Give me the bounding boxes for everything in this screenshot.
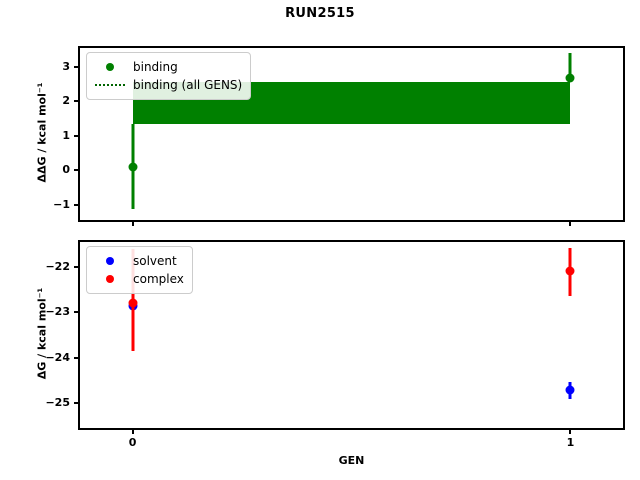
y-tick-mark	[74, 66, 78, 68]
legend-item[interactable]: solvent	[93, 252, 184, 270]
data-point-marker[interactable]	[566, 386, 575, 395]
x-axis-label: GEN	[78, 454, 625, 467]
y-tick-label: 3	[62, 60, 70, 73]
y-tick-label: −23	[45, 305, 70, 318]
legend-dotted-line-icon	[95, 84, 125, 86]
legend-marker-icon	[106, 275, 114, 283]
y-tick-mark	[74, 169, 78, 171]
legend-item[interactable]: complex	[93, 270, 184, 288]
y-tick-mark	[74, 266, 78, 268]
figure-title: RUN2515	[0, 6, 640, 21]
x-tick-label: 1	[558, 436, 582, 449]
y-tick-label: 2	[62, 94, 70, 107]
x-tick-mark	[132, 430, 134, 434]
y-tick-mark	[74, 311, 78, 313]
data-point-marker[interactable]	[566, 267, 575, 276]
legend-bottom[interactable]: solvent complex	[86, 246, 193, 294]
y-tick-label: 0	[62, 163, 70, 176]
legend-item[interactable]: binding (all GENS)	[93, 76, 242, 94]
legend-key-marker	[93, 275, 127, 283]
y-tick-label: −1	[53, 198, 70, 211]
y-tick-label: 1	[62, 129, 70, 142]
legend-marker-icon	[106, 257, 114, 265]
legend-key-marker	[93, 63, 127, 71]
x-tick-mark	[132, 222, 134, 226]
legend-label: binding (all GENS)	[127, 78, 242, 92]
legend-marker-icon	[106, 63, 114, 71]
data-point-marker[interactable]	[566, 74, 575, 83]
y-tick-mark	[74, 402, 78, 404]
legend-item[interactable]: binding	[93, 58, 242, 76]
y-tick-label: −25	[45, 396, 70, 409]
y-tick-mark	[74, 100, 78, 102]
legend-label: solvent	[127, 254, 177, 268]
legend-key-line	[93, 84, 127, 86]
data-point-marker[interactable]	[128, 163, 137, 172]
y-tick-label: −24	[45, 351, 70, 364]
legend-label: binding	[127, 60, 178, 74]
y-tick-mark	[74, 357, 78, 359]
y-tick-mark	[74, 204, 78, 206]
legend-key-marker	[93, 257, 127, 265]
y-axis-label-top: ΔΔG / kcal mol⁻¹	[36, 45, 49, 221]
x-tick-mark	[569, 430, 571, 434]
x-tick-label: 0	[121, 436, 145, 449]
y-tick-mark	[74, 135, 78, 137]
data-point-marker[interactable]	[128, 298, 137, 307]
y-tick-label: −22	[45, 260, 70, 273]
legend-label: complex	[127, 272, 184, 286]
legend-top[interactable]: binding binding (all GENS)	[86, 52, 251, 100]
x-tick-mark	[569, 222, 571, 226]
